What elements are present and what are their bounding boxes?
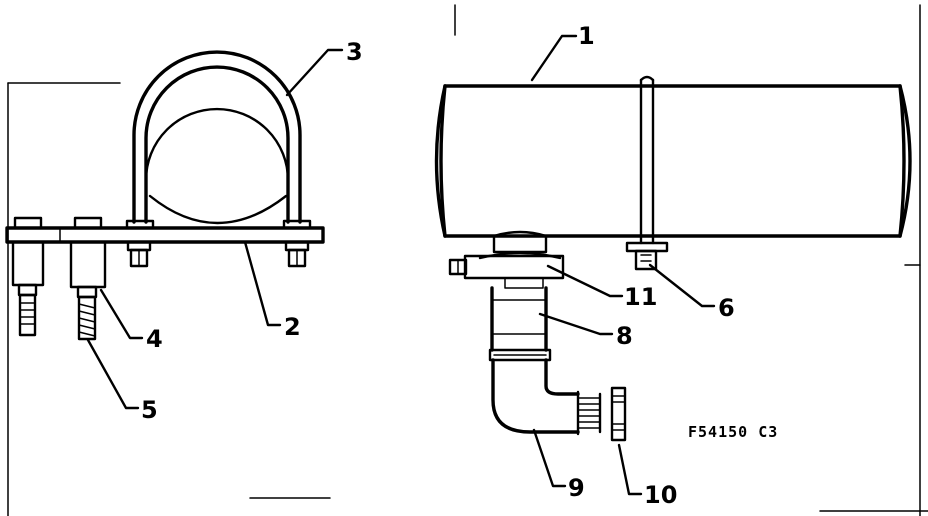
callout-8: 8 xyxy=(616,322,633,350)
mounting-bracket xyxy=(5,226,325,244)
tail-pipe xyxy=(490,286,548,352)
stud-bolt-left xyxy=(11,216,45,337)
u-bolt-top-washers xyxy=(125,219,312,230)
muffler-end-circle xyxy=(144,107,290,225)
callout-6: 6 xyxy=(718,294,735,322)
u-bolt-nut-right xyxy=(284,240,310,268)
outlet-neck xyxy=(492,230,548,254)
callout-1: 1 xyxy=(578,22,595,50)
callout-3: 3 xyxy=(346,38,363,66)
callout-11: 11 xyxy=(624,283,657,311)
figure-code: F54150 C3 xyxy=(688,423,778,441)
callout-9: 9 xyxy=(568,474,585,502)
u-bolt-strap xyxy=(132,50,302,224)
callout-2: 2 xyxy=(284,313,301,341)
callout-10: 10 xyxy=(644,481,677,509)
leaders-right xyxy=(530,34,716,496)
muffler-clamp-band xyxy=(625,75,669,271)
elbow-thread xyxy=(577,392,602,434)
leaders-left xyxy=(86,48,344,410)
muffler-body xyxy=(434,84,912,238)
scan-artifacts xyxy=(7,4,928,516)
elbow-clamp-band xyxy=(488,348,552,362)
elbow-pipe xyxy=(491,358,602,436)
pipe-clamp xyxy=(448,251,565,289)
pipe-nipple xyxy=(610,386,627,442)
u-bolt-nut-left xyxy=(126,240,152,268)
callout-5: 5 xyxy=(141,396,158,424)
stud-bolt-right xyxy=(69,216,107,341)
callout-4: 4 xyxy=(146,325,163,353)
